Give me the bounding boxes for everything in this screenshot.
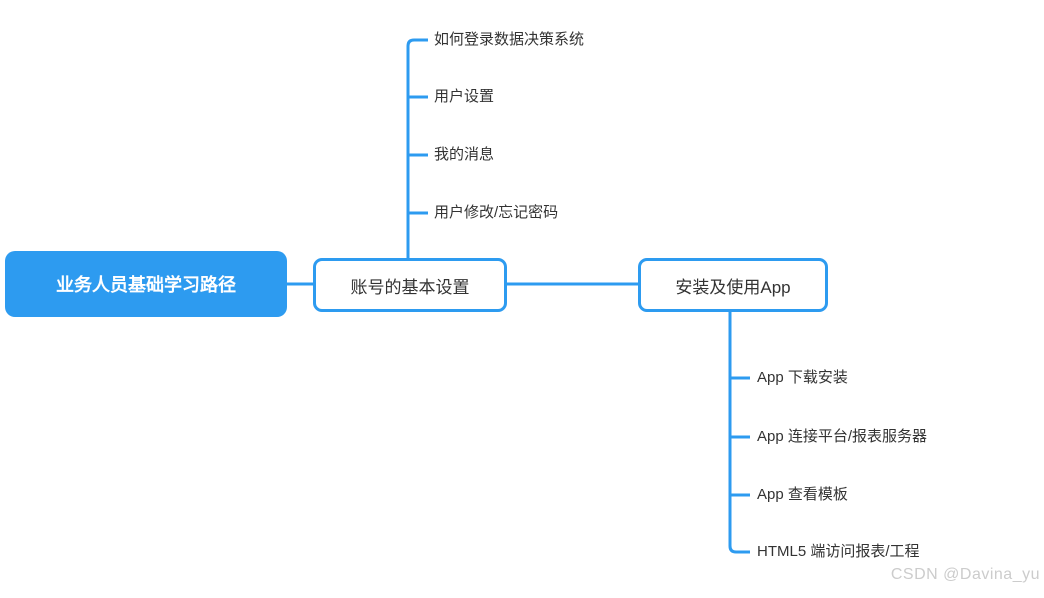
leaf-html5-access-reports: HTML5 端访问报表/工程 [757, 543, 920, 560]
branch-node-install-app: 安装及使用App [638, 258, 828, 312]
leaf-app-download-install: App 下载安装 [757, 369, 848, 386]
leaf-app-connect-server: App 连接平台/报表服务器 [757, 428, 928, 445]
leaf-user-settings: 用户设置 [434, 88, 495, 105]
leaf-login-decision-system: 如何登录数据决策系统 [434, 31, 585, 48]
connector-account-branch [406, 38, 428, 258]
connector-app-branch [728, 312, 750, 554]
leaf-change-forgot-password: 用户修改/忘记密码 [434, 204, 559, 221]
root-node: 业务人员基础学习路径 [5, 251, 287, 317]
csdn-watermark: CSDN @Davina_yu [890, 566, 1040, 583]
leaf-my-messages: 我的消息 [434, 146, 495, 163]
leaf-app-view-templates: App 查看模板 [757, 486, 848, 503]
branch-node-account-settings: 账号的基本设置 [313, 258, 507, 312]
